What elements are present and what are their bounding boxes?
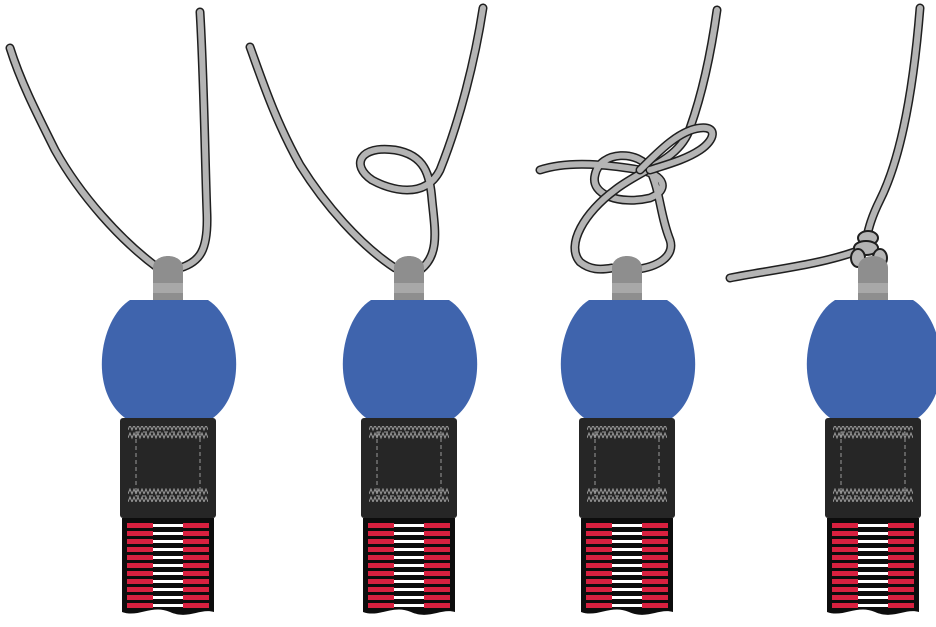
step-4 xyxy=(725,3,936,616)
toggle-1 xyxy=(101,255,237,616)
step-2 xyxy=(245,3,488,616)
toggle-4 xyxy=(806,255,936,616)
toggle-2 xyxy=(342,255,478,616)
step-3 xyxy=(535,5,722,616)
cord xyxy=(535,5,722,275)
toggle-3 xyxy=(560,255,696,616)
cord xyxy=(725,3,925,283)
cord xyxy=(245,3,488,275)
cord xyxy=(5,7,212,273)
step-1 xyxy=(5,7,237,616)
